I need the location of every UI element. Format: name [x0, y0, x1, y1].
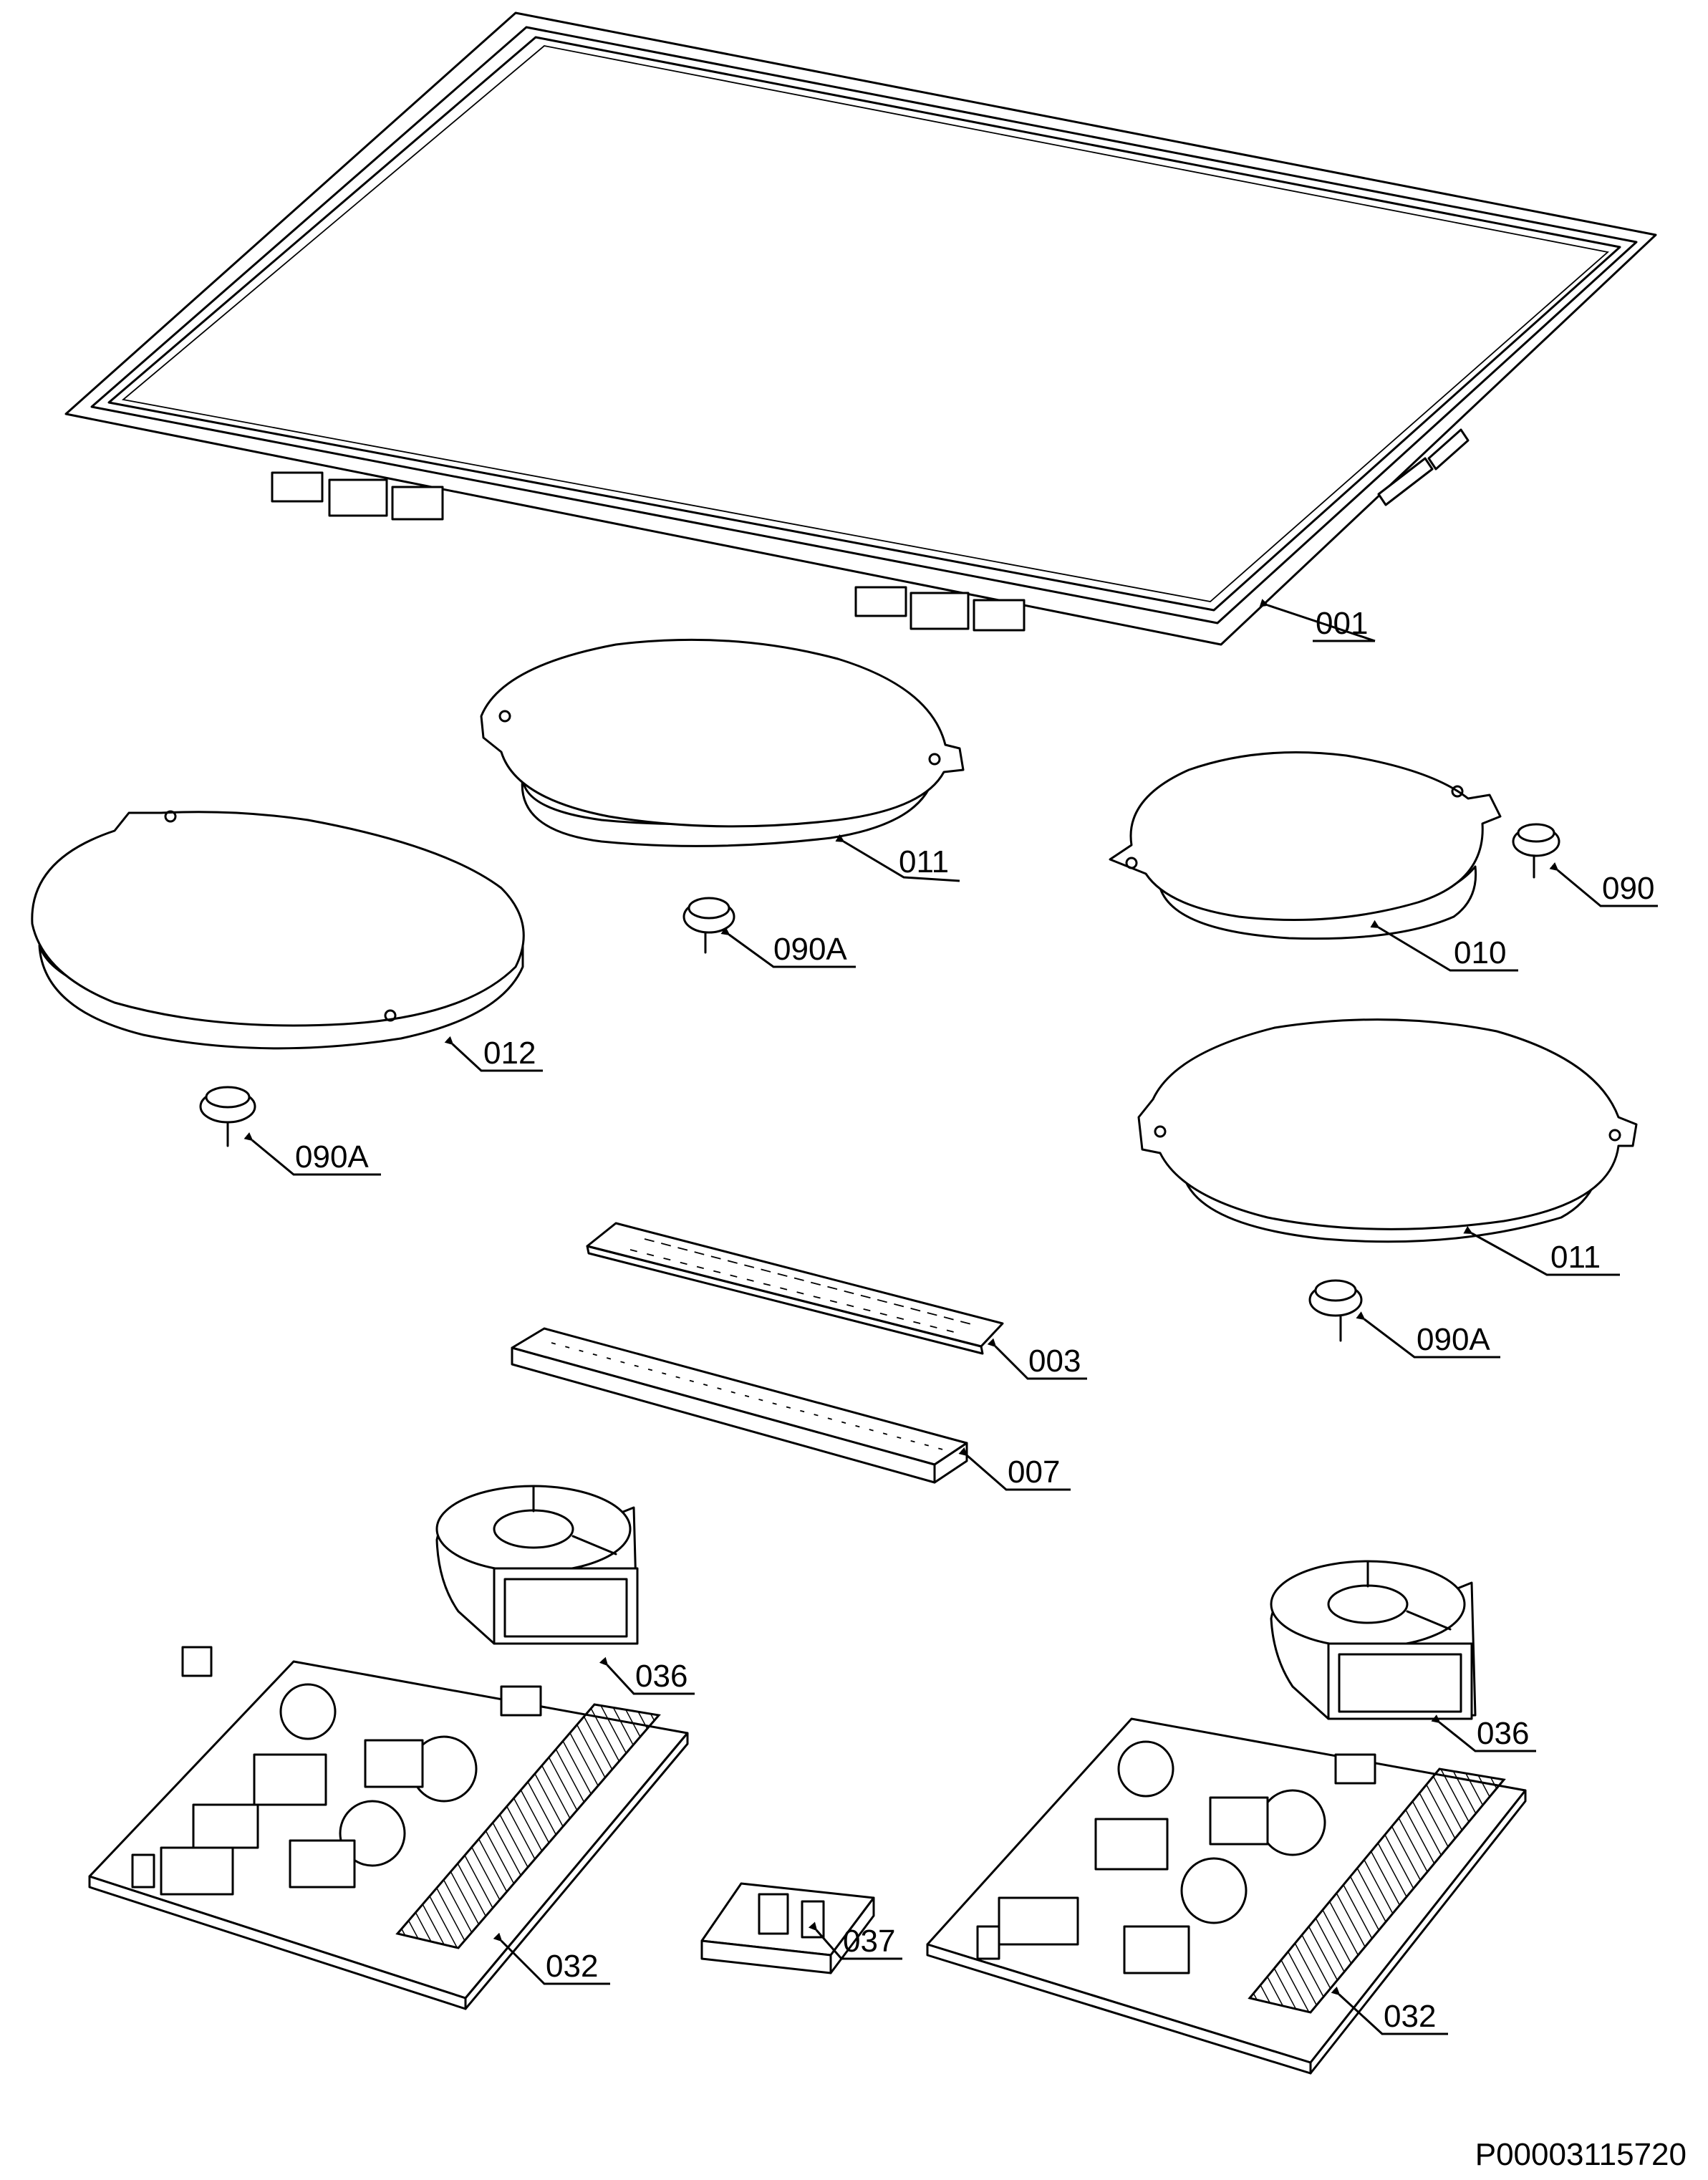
label-007: 007: [1008, 1455, 1060, 1490]
temperature-sensor-090: [1512, 823, 1560, 879]
cooling-fan-036-left: [435, 1485, 639, 1645]
mounting-clip-left: [271, 471, 444, 521]
induction-coil-012: [31, 810, 525, 1050]
control-housing-007: [511, 1327, 968, 1484]
label-090: 090: [1602, 871, 1654, 906]
callout-011-top: 011: [835, 834, 960, 882]
callout-011-bottom: 011: [1463, 1225, 1620, 1276]
label-037: 037: [843, 1924, 895, 1959]
callout-003: 003: [987, 1338, 1087, 1380]
power-board-032-left: [88, 1646, 689, 2010]
callout-010: 010: [1370, 920, 1518, 972]
callout-036-left: 036: [599, 1656, 695, 1695]
label-032-left: 032: [546, 1949, 598, 1984]
label-010: 010: [1454, 935, 1506, 970]
power-board-032-right: [926, 1717, 1527, 2075]
temperature-sensor-090A-left: [199, 1086, 256, 1147]
callout-007: 007: [958, 1447, 1071, 1491]
callout-032-left: 032: [493, 1932, 610, 1985]
temperature-sensor-090A-center: [682, 897, 735, 954]
callout-090A-right: 090A: [1356, 1311, 1500, 1359]
callout-090A-center: 090A: [720, 927, 856, 968]
callout-090: 090: [1549, 862, 1658, 907]
callout-037: 037: [808, 1921, 902, 1960]
mounting-clip-right: [1377, 428, 1470, 506]
callout-001: 001: [1259, 599, 1376, 642]
label-012: 012: [483, 1036, 536, 1071]
label-032-right: 032: [1384, 1999, 1436, 2034]
cooling-fan-036-right: [1270, 1560, 1477, 1720]
label-036-left: 036: [635, 1659, 687, 1694]
callout-012: 012: [444, 1036, 543, 1072]
glass-top-001: [64, 11, 1657, 646]
label-011-bottom: 011: [1550, 1240, 1601, 1275]
induction-coil-010: [1109, 751, 1502, 940]
callout-036-right: 036: [1431, 1714, 1536, 1752]
label-036-right: 036: [1477, 1716, 1529, 1751]
mounting-clip-center: [854, 586, 1026, 632]
label-011-top: 011: [899, 844, 949, 879]
temperature-sensor-090A-right: [1308, 1279, 1363, 1342]
label-090A-center: 090A: [773, 932, 847, 967]
label-090A-left: 090A: [295, 1139, 369, 1175]
callout-090A-left: 090A: [243, 1132, 381, 1176]
control-board-003: [586, 1222, 1004, 1355]
callout-032-right: 032: [1331, 1986, 1448, 2035]
filter-module-037: [700, 1882, 875, 1974]
label-090A-right: 090A: [1417, 1322, 1490, 1357]
induction-coil-011-top: [480, 638, 965, 847]
induction-coil-011-bottom: [1137, 1018, 1638, 1243]
label-003: 003: [1028, 1344, 1081, 1379]
drawing-number: P00003115720: [1475, 2137, 1687, 2172]
label-001: 001: [1316, 606, 1368, 641]
